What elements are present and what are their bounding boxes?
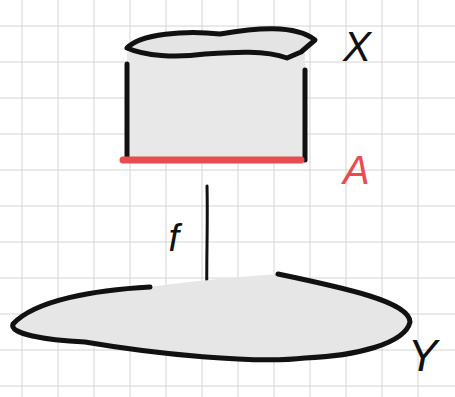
subspace-label: A xyxy=(343,150,370,190)
space-y: Y xyxy=(5,268,450,393)
map-label: f xyxy=(168,219,179,257)
space-label: Y xyxy=(408,334,437,378)
space-label: X xyxy=(343,26,371,68)
space-x: X xyxy=(115,12,385,172)
blob-sketch xyxy=(5,268,450,393)
